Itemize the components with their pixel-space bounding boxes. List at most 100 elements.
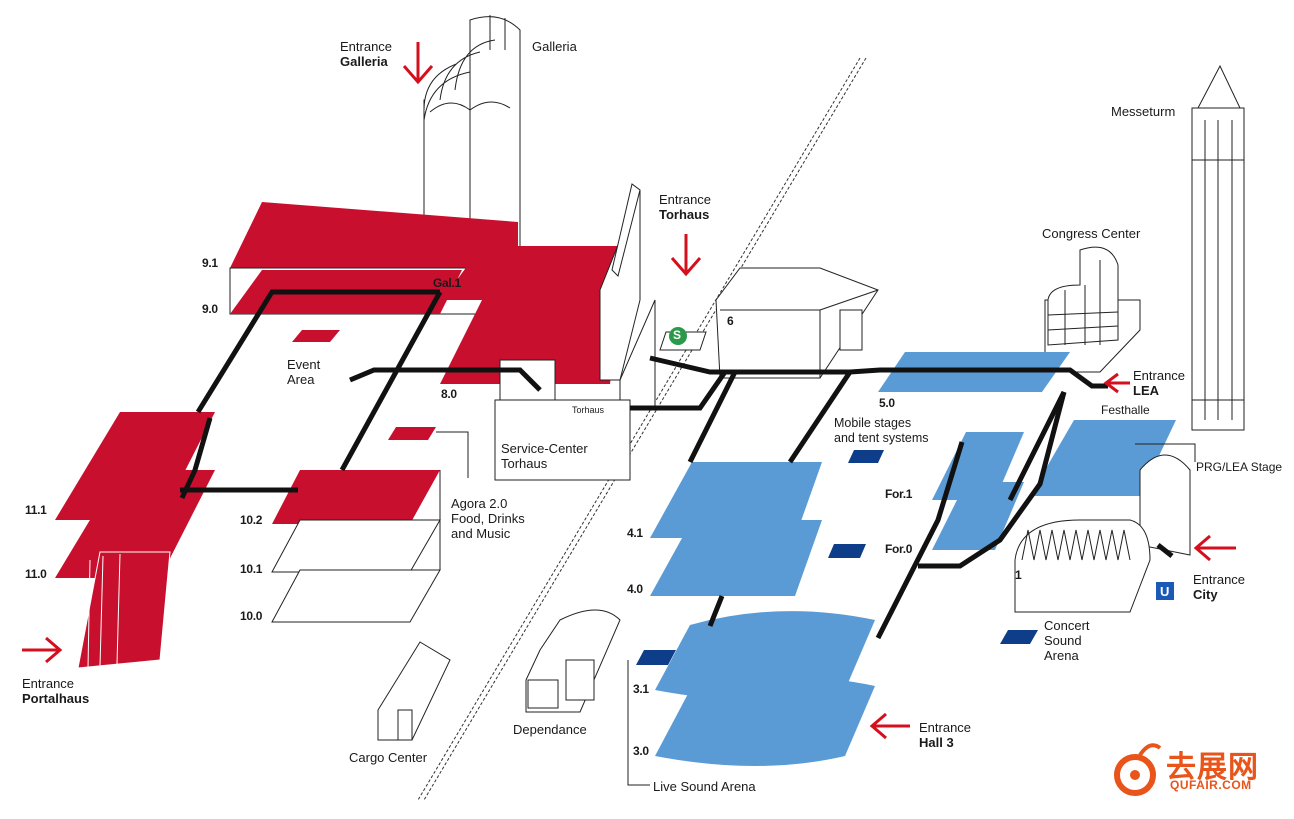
cargo-center-building <box>377 641 451 741</box>
entrance-portalhaus-line1: Entrance <box>22 676 75 691</box>
level-10-0: 10.0 <box>240 609 263 623</box>
entrance-lea-line2: LEA <box>1133 383 1159 398</box>
agora-line2: Food, Drinks <box>451 511 525 526</box>
level-6: 6 <box>727 314 734 328</box>
level-11-1: 11.1 <box>25 503 47 517</box>
entrance-torhaus-line1: Entrance <box>659 192 712 207</box>
hall-1-building <box>1014 519 1151 613</box>
arrow-hall3 <box>869 712 910 740</box>
level-gal-1: Gal.1 <box>433 276 461 290</box>
hall-11 <box>55 412 215 669</box>
hall-6-building <box>715 267 879 379</box>
level-3-1: 3.1 <box>633 682 649 696</box>
u-bahn-icon <box>1156 582 1174 600</box>
live-sound-marker <box>636 650 676 665</box>
entrance-portalhaus[interactable]: Entrance Portalhaus <box>22 676 89 706</box>
entrance-lea-line1: Entrance <box>1133 368 1186 383</box>
label-cargo-center: Cargo Center <box>349 750 428 765</box>
level-1: 1 <box>1015 568 1022 582</box>
label-concert-sound: Concert Sound Arena <box>1044 618 1090 663</box>
leader-lines <box>436 431 1196 786</box>
level-5-0: 5.0 <box>879 396 895 410</box>
arrow-galleria <box>402 42 434 85</box>
label-torhaus-small: Torhaus <box>572 405 605 415</box>
mobile-stages-marker <box>848 450 884 463</box>
arrow-city <box>1193 534 1236 562</box>
entrance-portalhaus-line2: Portalhaus <box>22 691 90 706</box>
event-area-marker <box>292 330 340 342</box>
concert-sound-line1: Concert <box>1044 618 1090 633</box>
arrow-torhaus <box>670 234 702 277</box>
entrance-city-line2: City <box>1193 587 1218 602</box>
dependance-building <box>525 609 621 713</box>
entrance-city-line1: Entrance <box>1193 572 1246 587</box>
concert-sound-line2: Sound <box>1044 633 1082 648</box>
walkways <box>179 289 1174 640</box>
level-3-0: 3.0 <box>633 744 649 758</box>
level-9-0: 9.0 <box>202 302 218 316</box>
hall-4 <box>650 462 822 596</box>
messeturm-building <box>1191 64 1245 431</box>
entrance-arrows <box>22 42 1236 740</box>
agora-line3: and Music <box>451 526 511 541</box>
level-8-0: 8.0 <box>441 387 457 401</box>
entrance-city[interactable]: Entrance City <box>1193 572 1245 602</box>
level-10-1: 10.1 <box>240 562 263 576</box>
s-bahn-letter: S <box>673 328 682 342</box>
arrow-portalhaus <box>22 636 63 664</box>
label-congress-center: Congress Center <box>1042 226 1141 241</box>
congress-center-building <box>1044 246 1141 373</box>
torhaus-building <box>494 183 656 481</box>
s-bahn-icon <box>659 327 707 351</box>
agora-line1: Agora 2.0 <box>451 496 508 511</box>
entrance-galleria-line1: Entrance <box>340 39 393 54</box>
level-4-1: 4.1 <box>627 526 643 540</box>
brand-latin: QUFAIR.COM <box>1170 778 1252 792</box>
level-4-0: 4.0 <box>627 582 643 596</box>
entrance-torhaus[interactable]: Entrance Torhaus <box>659 192 711 222</box>
level-for-1: For.1 <box>885 487 913 501</box>
label-festhalle: Festhalle <box>1101 403 1150 417</box>
forum-halls <box>932 432 1024 550</box>
label-dependance: Dependance <box>513 722 587 737</box>
label-event-area: Event Area <box>287 357 320 387</box>
hall-10 <box>271 470 441 623</box>
entrance-galleria[interactable]: Entrance Galleria <box>340 39 392 69</box>
entrance-galleria-line2: Galleria <box>340 54 388 69</box>
label-galleria: Galleria <box>532 39 577 54</box>
level-10-2: 10.2 <box>240 513 263 527</box>
agora-marker <box>388 427 436 440</box>
entrance-lea[interactable]: Entrance LEA <box>1133 368 1185 398</box>
brand-chinese: 去展网 <box>1166 750 1259 785</box>
label-prg-lea-stage: PRG/LEA Stage <box>1196 460 1283 474</box>
hall-3 <box>655 611 875 766</box>
entrance-hall3[interactable]: Entrance Hall 3 <box>919 720 971 750</box>
entrance-hall3-line2: Hall 3 <box>919 735 954 750</box>
event-area-line1: Event <box>287 357 321 372</box>
label-live-sound-arena: Live Sound Arena <box>653 779 756 794</box>
prg-lea-stage-building <box>1139 454 1191 556</box>
event-area-line2: Area <box>287 372 315 387</box>
entrance-hall3-line1: Entrance <box>919 720 972 735</box>
mobile-stages-line1: Mobile stages <box>834 416 912 430</box>
label-agora: Agora 2.0 Food, Drinks and Music <box>451 496 525 541</box>
level-for-0: For.0 <box>885 542 913 556</box>
label-messeturm: Messeturm <box>1111 104 1176 119</box>
qufair-brand: 去展网 QUFAIR.COM <box>1112 738 1282 798</box>
level-11-0: 11.0 <box>25 567 47 581</box>
label-service-center: Service-Center Torhaus <box>501 441 588 471</box>
service-center-line2: Torhaus <box>501 456 548 471</box>
galleria-building <box>423 15 521 291</box>
u-bahn-letter: U <box>1160 584 1170 599</box>
label-mobile-stages: Mobile stages and tent systems <box>834 416 929 446</box>
concert-sound-line3: Arena <box>1044 648 1079 663</box>
service-center-line1: Service-Center <box>501 441 588 456</box>
railway-line <box>417 57 867 801</box>
entrance-torhaus-line2: Torhaus <box>659 207 710 222</box>
qufair-logo-mark <box>1114 743 1162 796</box>
for-marker <box>828 544 866 558</box>
arrow-lea <box>1103 372 1130 394</box>
concert-sound-marker <box>1000 630 1038 644</box>
